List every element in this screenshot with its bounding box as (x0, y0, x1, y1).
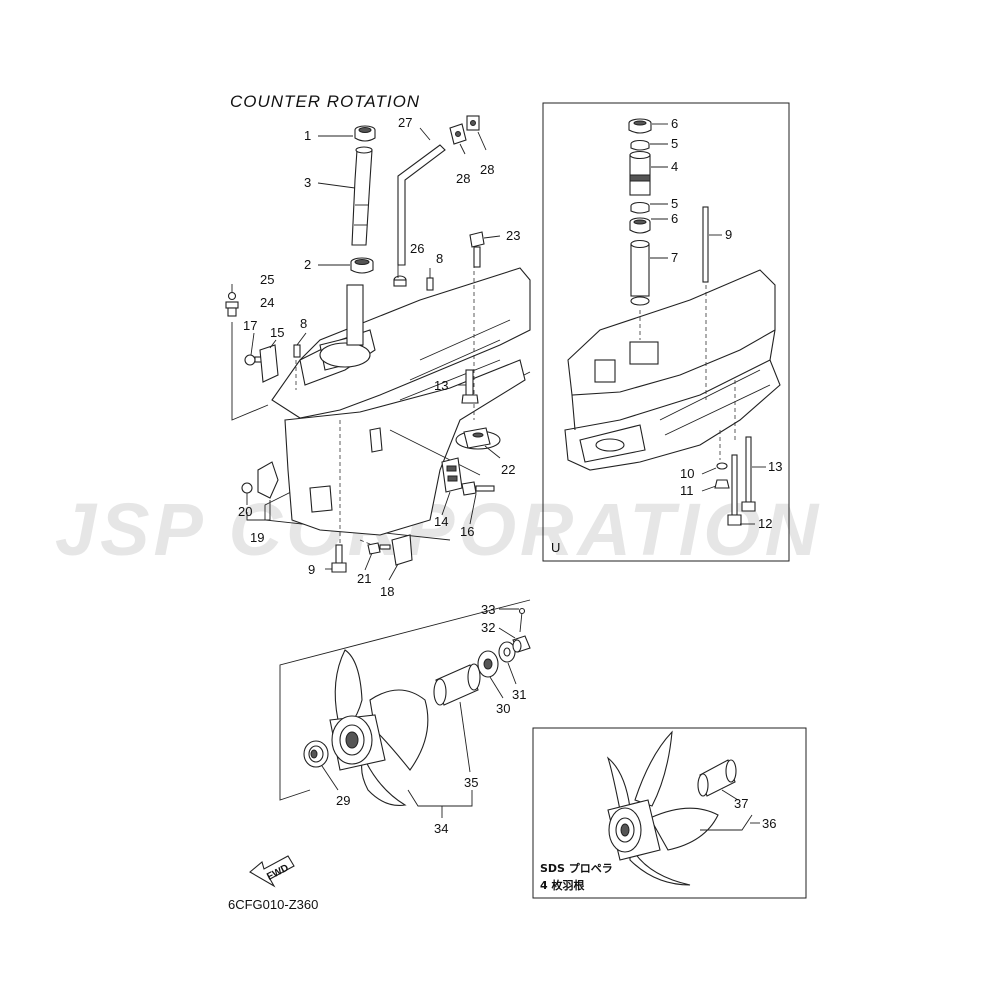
part-32-nut (512, 635, 531, 653)
callout-21: 21 (357, 571, 371, 586)
callout-17: 17 (243, 318, 257, 333)
callout-30: 30 (496, 701, 510, 716)
part-28-clips (449, 115, 480, 145)
callout-14: 14 (434, 514, 448, 529)
callout-9a: 9 (308, 562, 315, 577)
part-25-gasket (227, 291, 237, 301)
callout-35: 35 (464, 775, 478, 790)
part-13-bolt (461, 369, 479, 404)
part-23-bolt (469, 231, 485, 268)
part-21-screw (367, 542, 391, 555)
callout-31: 31 (512, 687, 526, 702)
callout-inset-5a: 5 (671, 136, 678, 151)
part-15-anode (259, 344, 279, 383)
inset-part-12-bolt (727, 454, 742, 526)
part-22-trim-tab (455, 427, 501, 450)
part-18-anode (391, 534, 413, 566)
figure-code: 6CFG010-Z360 (228, 897, 318, 912)
callout-33: 33 (481, 602, 495, 617)
callout-37: 37 (734, 796, 748, 811)
callout-29: 29 (336, 793, 350, 808)
inset-part-7-tube (630, 239, 650, 297)
callout-22: 22 (501, 462, 515, 477)
part-27-pipe (397, 144, 446, 266)
callout-inset-10: 10 (680, 466, 694, 481)
part-24-plug (225, 301, 239, 317)
callout-13a: 13 (434, 378, 448, 393)
inset-u-label: U (551, 540, 560, 555)
inset-part-11-nut (714, 479, 730, 489)
part-16-bolt (461, 481, 495, 496)
inset-ring-under-tube (630, 296, 650, 306)
part-35-bushing (433, 663, 481, 706)
callout-18: 18 (380, 584, 394, 599)
callout-19: 19 (250, 530, 264, 545)
part-17-screw (244, 354, 264, 366)
callout-inset-12: 12 (758, 516, 772, 531)
callout-inset-7: 7 (671, 250, 678, 265)
sds-propeller (606, 730, 719, 886)
part-14-anode (441, 457, 463, 493)
inset-u-box (542, 102, 790, 562)
part-29-thrust-washer (303, 740, 329, 768)
callout-26: 26 (410, 241, 424, 256)
part-8-dowel-pin-a (426, 277, 434, 291)
part-2-grommet (350, 257, 374, 274)
propeller-assembly (329, 649, 429, 806)
callout-inset-9: 9 (725, 227, 732, 242)
callout-15: 15 (270, 325, 284, 340)
part-19-bracket (257, 461, 279, 499)
callout-8b: 8 (300, 316, 307, 331)
inset-part-5-ring-top (630, 139, 650, 151)
inset-part-10-washer (716, 462, 728, 470)
sds-label-line2: 4 枚羽根 (540, 878, 585, 892)
callout-inset-13: 13 (768, 459, 782, 474)
callout-inset-6b: 6 (671, 211, 678, 226)
part-8-dowel-pin-b (293, 344, 301, 358)
callout-28b: 28 (480, 162, 494, 177)
inset-lower-case-housing (564, 269, 781, 471)
part-31-washer (498, 641, 516, 663)
part-3-water-tube (351, 146, 373, 246)
callout-inset-6a: 6 (671, 116, 678, 131)
part-33-cotter-pin (518, 607, 526, 633)
callout-3: 3 (304, 175, 311, 190)
callout-25: 25 (260, 272, 274, 287)
callout-16: 16 (460, 524, 474, 539)
inset-part-13-bolt (741, 436, 756, 512)
inset-sds-box (532, 727, 807, 899)
callout-24: 24 (260, 295, 274, 310)
diagram-title: COUNTER ROTATION (230, 92, 420, 111)
callout-36: 36 (762, 816, 776, 831)
callout-inset-4: 4 (671, 159, 678, 174)
callout-20: 20 (238, 504, 252, 519)
fwd-arrow-icon: FWD (249, 855, 295, 888)
callout-inset-5b: 5 (671, 196, 678, 211)
lower-case-housing (231, 267, 531, 541)
part-20-nut (241, 482, 253, 494)
inset-part-5-ring-bottom (630, 201, 650, 214)
part-30-spacer (477, 650, 499, 678)
callout-1: 1 (304, 128, 311, 143)
callout-27: 27 (398, 115, 412, 130)
callout-8a: 8 (436, 251, 443, 266)
callout-32: 32 (481, 620, 495, 635)
sds-label-line1: SDS プロペラ (540, 861, 613, 875)
part-26-grommet (393, 275, 407, 287)
inset-part-4-sleeve (629, 150, 651, 196)
inset-part-6-seal-bottom (629, 217, 651, 234)
part-37-sds-bushing (697, 759, 737, 797)
watermark: JSP CORPORATION (55, 488, 822, 571)
callout-inset-11: 11 (680, 483, 694, 498)
part-1-seal-cap (354, 125, 376, 142)
callout-2: 2 (304, 257, 311, 272)
callout-28a: 28 (456, 171, 470, 186)
callout-23: 23 (506, 228, 520, 243)
callout-34: 34 (434, 821, 448, 836)
inset-part-6-seal-top (628, 118, 652, 134)
inset-part-9-stud (702, 206, 709, 283)
